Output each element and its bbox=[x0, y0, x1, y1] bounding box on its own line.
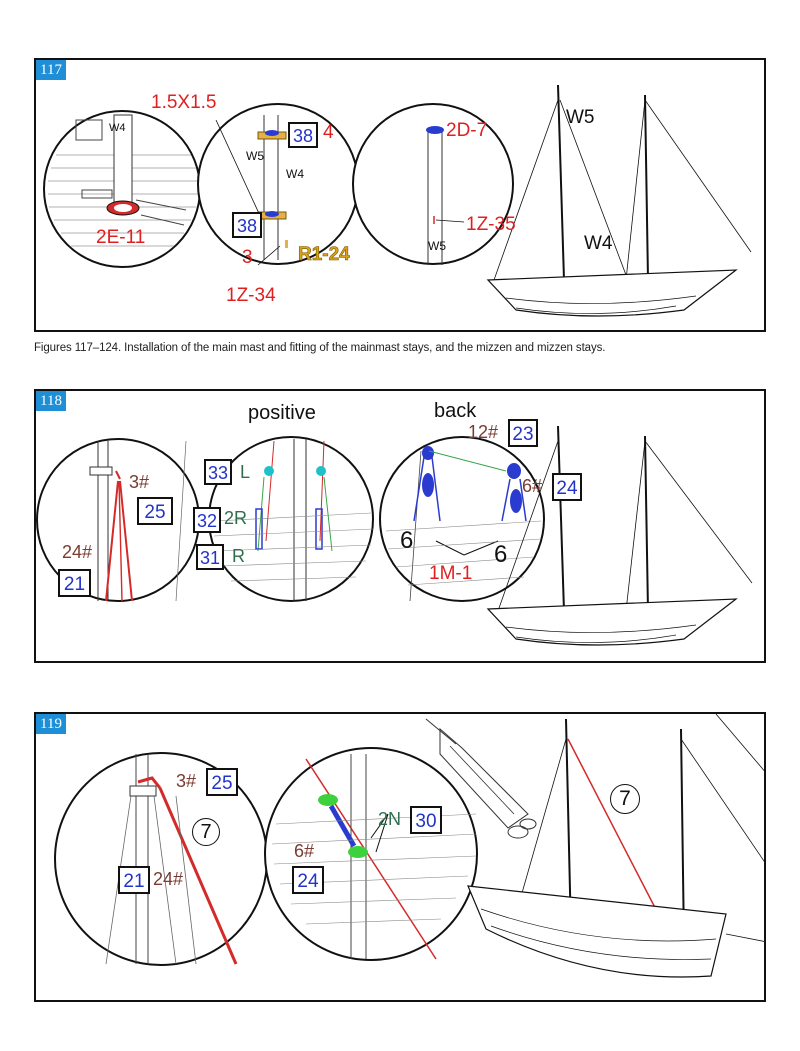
c118-2-twoR: 2R bbox=[224, 508, 248, 528]
c118-3-n6: 6# bbox=[522, 476, 543, 496]
c117-3-d: 2D-7 bbox=[446, 120, 488, 141]
detail-circle-mast-bands bbox=[197, 103, 359, 266]
detail-circle-back bbox=[379, 436, 545, 602]
figure-118-number: 118 bbox=[36, 391, 66, 411]
figure-118-drawing bbox=[36, 425, 753, 646]
c119-2-box30: 30 bbox=[410, 806, 442, 834]
c119-1-n3: 3# bbox=[176, 771, 197, 791]
figure-119-drawing bbox=[54, 714, 764, 978]
c118-1-box21: 21 bbox=[58, 569, 91, 597]
heading-positive: positive bbox=[248, 402, 316, 424]
c118-3-box24: 24 bbox=[552, 473, 582, 501]
c118-2-box31: 31 bbox=[196, 544, 224, 570]
ship-sketch-118 bbox=[486, 425, 753, 646]
detail-circle-deck-mast-base bbox=[43, 110, 201, 268]
c117-2-box-top: 38 bbox=[288, 122, 318, 148]
c117-2-box-bot: 38 bbox=[232, 212, 262, 238]
c119-2-box24: 24 bbox=[292, 866, 324, 894]
c117-2-z: 1Z-34 bbox=[226, 285, 276, 306]
tackle-block-inset bbox=[425, 718, 537, 839]
c117-1-w4: W4 bbox=[109, 122, 126, 134]
c119-1-box21: 21 bbox=[118, 866, 150, 894]
figure-117-number: 117 bbox=[36, 60, 66, 80]
ship-sketch-119 bbox=[467, 714, 764, 978]
c117-2-w4: W4 bbox=[286, 167, 304, 181]
figure-119-panel: 119 bbox=[34, 712, 766, 1002]
c118-1-n24: 24# bbox=[62, 542, 93, 562]
detail-circle-mast-blocks bbox=[36, 438, 200, 602]
heading-back: back bbox=[434, 400, 477, 422]
c119-1-n24: 24# bbox=[153, 869, 184, 889]
c119-1-box25: 25 bbox=[206, 768, 238, 796]
c118-2-L: L bbox=[240, 462, 251, 482]
c119-2-n6: 6# bbox=[294, 841, 315, 861]
c118-3-m: 1M-1 bbox=[429, 563, 473, 584]
figure-117-drawing bbox=[43, 84, 752, 317]
detail-circle-positive bbox=[208, 436, 374, 602]
figure-117-panel: 117 bbox=[34, 58, 766, 332]
detail-circle-deadeyes bbox=[264, 747, 478, 961]
c117-2-n-top: 4 bbox=[323, 122, 334, 143]
ship-sketch-117 bbox=[486, 84, 752, 317]
c117-2-n-bot: 3 bbox=[242, 247, 253, 268]
c119-1-seven: 7 bbox=[192, 818, 220, 846]
c118-3-six-a: 6 bbox=[400, 527, 414, 554]
c118-3-box23: 23 bbox=[508, 419, 538, 447]
figure-119-number: 119 bbox=[36, 714, 66, 734]
c118-3-six-b: 6 bbox=[494, 541, 508, 568]
c117-3-w5: W5 bbox=[428, 239, 446, 253]
c118-1-box25: 25 bbox=[137, 497, 173, 525]
c118-3-n12: 12# bbox=[468, 422, 499, 442]
c118-1-n3: 3# bbox=[129, 472, 150, 492]
figure-caption: Figures 117–124. Installation of the mai… bbox=[34, 342, 606, 354]
ship117-w4: W4 bbox=[584, 233, 613, 254]
ship119-seven: 7 bbox=[610, 784, 640, 814]
figure-118-panel: 118 bbox=[34, 389, 766, 663]
c117-2-size: 1.5X1.5 bbox=[151, 92, 217, 113]
c118-2-R: R bbox=[232, 546, 245, 566]
c118-2-box33: 33 bbox=[204, 459, 232, 485]
c119-2-twoN: 2N bbox=[378, 809, 402, 829]
c117-3-z: 1Z-35 bbox=[466, 214, 516, 235]
detail-circle-masthead bbox=[352, 103, 514, 265]
c117-2-r: R1-24 bbox=[298, 244, 350, 265]
c117-1-part: 2E-11 bbox=[96, 227, 146, 248]
c117-2-w5: W5 bbox=[246, 149, 264, 163]
c118-2-box32: 32 bbox=[193, 507, 221, 533]
ship117-w5: W5 bbox=[566, 107, 595, 128]
